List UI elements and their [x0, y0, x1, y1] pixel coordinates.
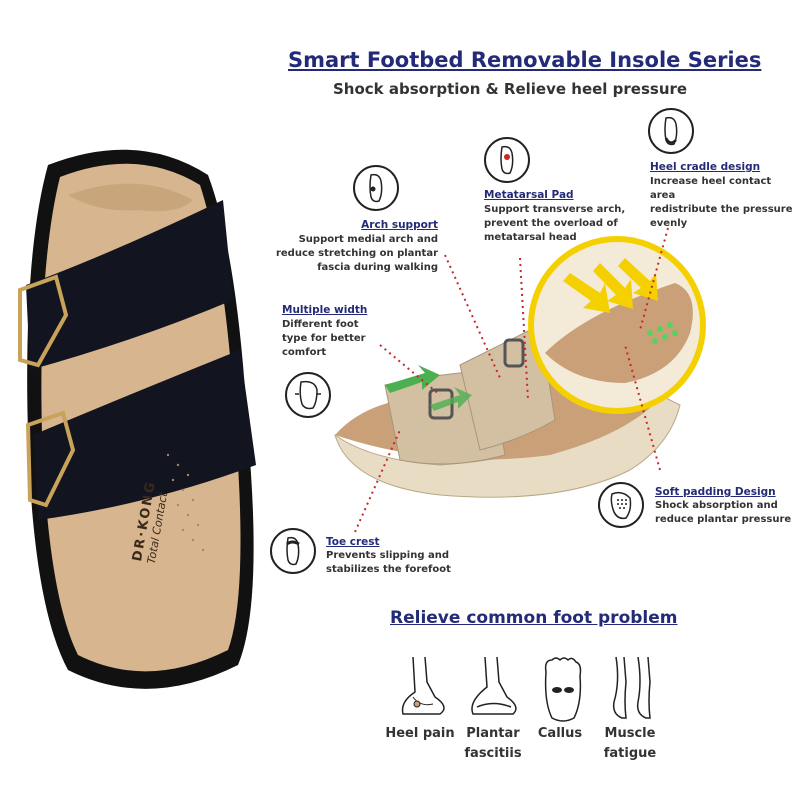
sandal-top-view-image	[18, 149, 256, 689]
page-subtitle: Shock absorption & Relieve heel pressure	[333, 80, 688, 98]
feature-toe-title: Toe crest	[326, 536, 380, 548]
problem-muscle-label: Muscle fatigue	[603, 726, 657, 761]
feature-padding-desc: Shock absorption and reduce plantar pres…	[655, 500, 792, 525]
heel-detail-circle	[528, 236, 706, 414]
plantar-fascia-icon	[471, 656, 517, 715]
feature-arch-title: Arch support	[361, 219, 438, 231]
callus-icon	[544, 657, 582, 722]
feature-padding-title: Soft padding Design	[655, 486, 776, 498]
metatarsal-foot-icon	[484, 137, 530, 183]
problems-section-title: Relieve common foot problem	[390, 608, 678, 628]
problem-heel-pain-label: Heel pain	[385, 726, 455, 741]
connector-arch	[444, 254, 501, 379]
feature-metatarsal-title: Metatarsal Pad	[484, 189, 574, 201]
heel-foot-icon	[648, 108, 694, 154]
width-foot-icon	[285, 372, 331, 418]
feature-width-title: Multiple width	[282, 304, 368, 316]
feature-metatarsal-desc: Support transverse arch, prevent the ove…	[484, 204, 626, 243]
page-title: Smart Footbed Removable Insole Series	[288, 48, 762, 72]
problem-callus-label: Callus	[537, 726, 583, 741]
muscle-fatigue-icon	[612, 656, 651, 719]
toe-crest-icon	[270, 528, 316, 574]
connector-width	[379, 344, 441, 396]
feature-heel-desc: Increase heel contact area redistribute …	[650, 176, 793, 229]
padding-insole-icon	[598, 482, 644, 528]
arch-foot-icon	[353, 165, 399, 211]
connector-padding	[624, 344, 661, 471]
feature-toe-desc: Prevents slipping and stabilizes the for…	[326, 550, 451, 575]
feature-arch-desc: Support medial arch and reduce stretchin…	[275, 234, 438, 273]
connector-toe	[354, 429, 401, 533]
feature-heel-title: Heel cradle design	[650, 161, 761, 173]
connector-metatarsal	[519, 257, 529, 401]
feature-width-desc: Different foot type for better comfort	[282, 319, 366, 358]
heel-pain-icon	[401, 656, 445, 715]
problem-plantar-label: Plantar fascitiis	[464, 726, 522, 761]
connector-heel	[639, 227, 669, 331]
